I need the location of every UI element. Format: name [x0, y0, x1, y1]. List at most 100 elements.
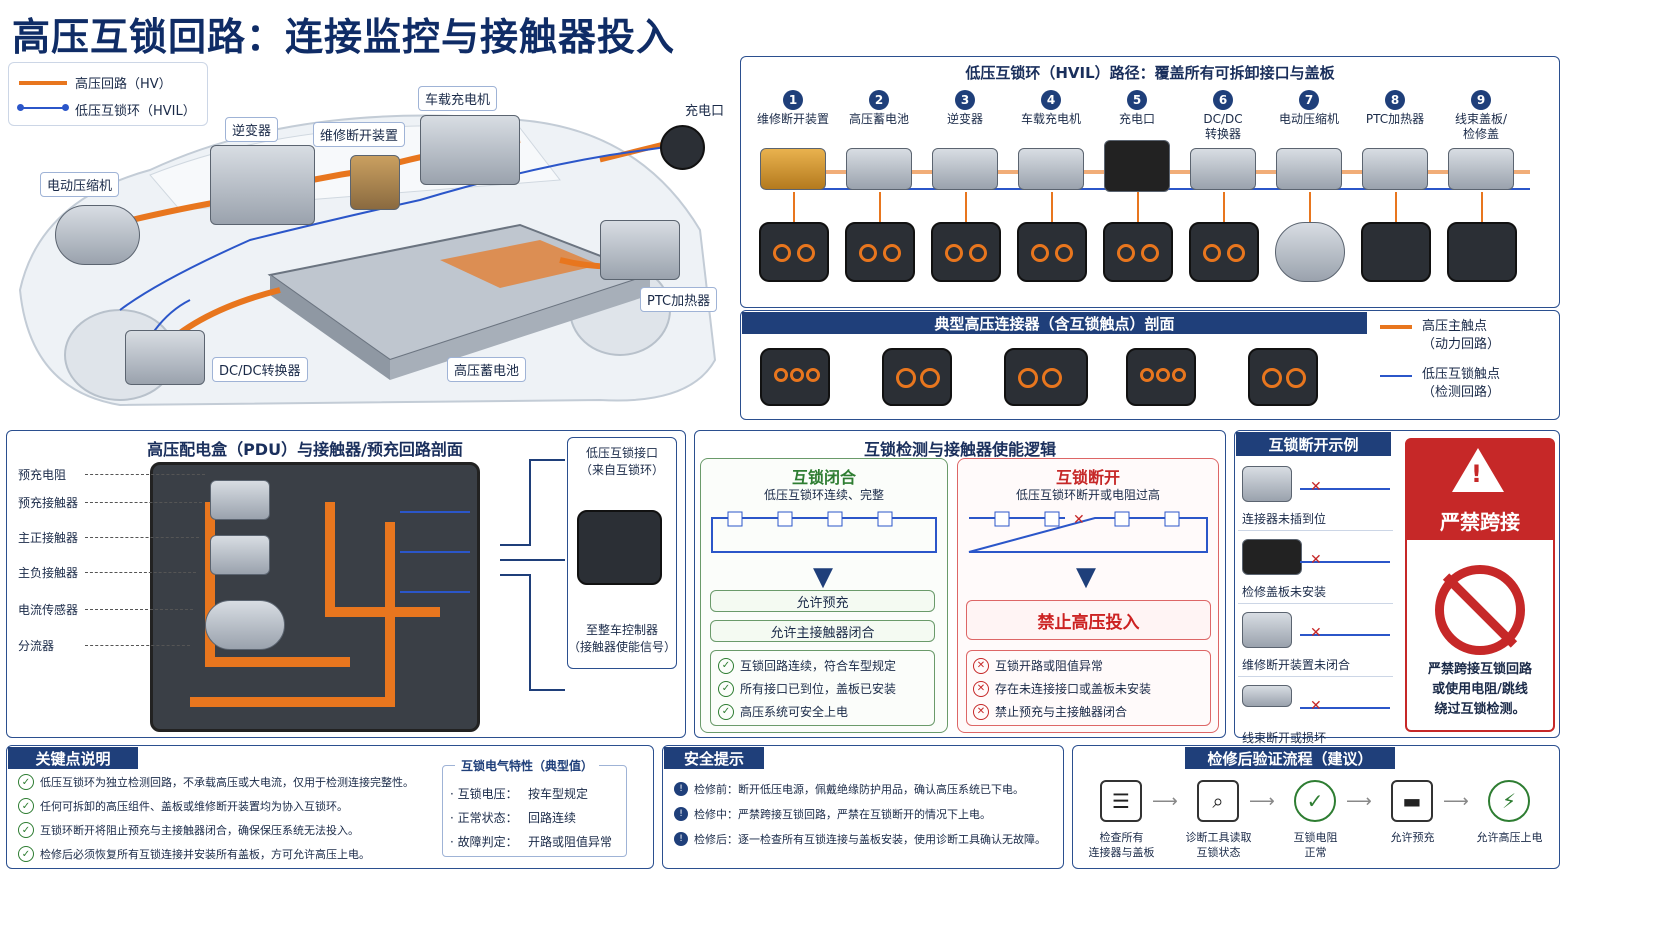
- pdu-label: 预充接触器: [18, 496, 79, 510]
- electrical-title: 互锁电气特性（典型值）: [455, 757, 600, 774]
- logic-open-item: ✕互锁开路或阻值异常: [973, 657, 1103, 674]
- electrical-key: · 故障判定：: [450, 835, 518, 849]
- safety-text: 检修后：逐一检查所有互锁连接与盖板安装，使用诊断工具确认无故障。: [694, 833, 1046, 846]
- pdu-label-leader: [85, 502, 202, 503]
- arrow-right-icon: ⟶: [1443, 791, 1469, 812]
- electrical-value: 开路或阻值异常: [528, 835, 613, 849]
- hvil-step-pin: [1203, 244, 1221, 262]
- check-icon: ✓: [18, 822, 34, 838]
- hvil-step-component-icon: [760, 148, 826, 190]
- logic-closed-box-contactor: 允许主接触器闭合: [710, 620, 935, 642]
- check-icon: ✓: [18, 798, 34, 814]
- hvil-drop-line: [879, 192, 881, 222]
- logic-open-item-text: 存在未连接接口或盖板未安装: [995, 682, 1152, 696]
- car-ptc-icon: [600, 220, 680, 280]
- hvil-step-connector-icon: [759, 222, 829, 282]
- hvil-step-connector-icon: [1103, 222, 1173, 282]
- connector-crosssection-icon: [882, 348, 952, 406]
- connector-crosssection-pin: [806, 368, 820, 382]
- pdu-main-positive-contactor: [210, 535, 270, 575]
- pdu-current-sensor: [205, 600, 285, 650]
- car-label-charger: 车载充电机: [418, 86, 498, 111]
- hvil-step-label: 电动压缩机: [1278, 112, 1339, 126]
- page-title: 高压互锁回路：连接监控与接触器投入: [12, 15, 676, 59]
- logic-closed-title: 互锁闭合: [791, 468, 856, 487]
- safety-text: 检修前：断开低压电源，佩戴绝缘防护用品，确认高压系统已下电。: [694, 783, 1024, 796]
- hvil-step-number: 9: [1471, 90, 1491, 110]
- hvil-step-number: 2: [869, 90, 889, 110]
- verify-step-label: 互锁电阻 正常: [1293, 831, 1338, 859]
- safety-title: 安全提示: [664, 747, 764, 769]
- connector-crosssection-pin: [774, 368, 788, 382]
- hvil-step-number: 1: [783, 90, 803, 110]
- connector-crosssection-pin: [790, 368, 804, 382]
- arrow-right-icon: ⟶: [1346, 791, 1372, 812]
- connector-crosssection-pin: [1156, 368, 1170, 382]
- keypoint-text: 任何可拆卸的高压组件、盖板或维修断开装置均为协入互锁环。: [40, 800, 348, 813]
- car-label-battery: 高压蓄电池: [447, 357, 527, 382]
- car-label-ptc: PTC加热器: [640, 287, 718, 312]
- connector-crosssection-pin: [1286, 368, 1306, 388]
- hvil-step-connector-icon: [1447, 222, 1517, 282]
- hvil-step-component-icon: [1104, 140, 1170, 192]
- hv-legend-line: [19, 81, 67, 85]
- pdu-precharge-contactor: [210, 480, 270, 520]
- connector-crosssection-pin: [1172, 368, 1186, 382]
- hvil-step-pin: [859, 244, 877, 262]
- connector-section-title: 典型高压连接器（含互锁触点）剖面: [742, 312, 1367, 334]
- logic-open-panel: [957, 458, 1219, 733]
- pdu-interface-connector-icon: [577, 510, 662, 585]
- hvil-step-number: 4: [1041, 90, 1061, 110]
- safety-item: ! 检修后：逐一检查所有互锁连接与盖板安装，使用诊断工具确认无故障。: [674, 831, 1046, 847]
- pdu-signal-arrows: [500, 459, 565, 691]
- car-charger-icon: [420, 115, 520, 185]
- hvil-step-pin: [969, 244, 987, 262]
- logic-closed-item: ✓互锁回路连续，符合车型规定: [718, 657, 896, 674]
- hvil-step-label: 维修断开装置: [756, 112, 829, 126]
- hvil-step-motor-icon: [1275, 222, 1345, 282]
- hvil-step-pin: [1031, 244, 1049, 262]
- hvil-step-label: DC/DC 转换器: [1203, 112, 1243, 141]
- hvil-step-connector-icon: [1189, 222, 1259, 282]
- keypoint-text: 互锁环断开将阻止预充与主接触器闭合，确保保压系统无法投入。: [40, 824, 359, 837]
- hvil-drop-line: [1309, 192, 1311, 222]
- example-divider: [1238, 676, 1393, 677]
- car-label-compressor: 电动压缩机: [40, 172, 120, 197]
- hv-legend-label: 高压回路（HV）: [75, 77, 172, 92]
- hvil-drop-line: [1395, 192, 1397, 222]
- hvil-step-label: 逆变器: [946, 112, 983, 126]
- example-divider: [1238, 603, 1393, 604]
- example-component-icon: [1242, 612, 1292, 648]
- verify-title: 检修后验证流程（建议）: [1185, 747, 1395, 769]
- logic-closed-box-precharge: 允许预充: [710, 590, 935, 612]
- logic-open-item: ✕ 存在未连接接口或盖板未安装: [973, 680, 1151, 697]
- hvil-step-label: 充电口: [1118, 112, 1155, 126]
- pdu-label-leader: [85, 572, 196, 573]
- bolt-icon: ⚡: [1488, 780, 1530, 822]
- info-icon: !: [674, 782, 688, 796]
- verify-step-label: 允许预充: [1390, 831, 1435, 844]
- connector-crosssection-icon: [1248, 348, 1318, 406]
- keypoint-item: ✓低压互锁环为独立检测回路，不承载高压或大电流，仅用于检测连接完整性。: [18, 774, 414, 790]
- info-icon: !: [674, 832, 688, 846]
- x-icon: ✕: [973, 680, 989, 697]
- pdu-label-leader: [85, 645, 190, 646]
- hvil-drop-line: [793, 192, 795, 222]
- hvil-step-component-icon: [1190, 148, 1256, 190]
- logic-open-subtitle: 低压互锁环断开或电阻过高: [1015, 488, 1160, 502]
- hvil-step-pin: [945, 244, 963, 262]
- car-inverter-icon: [210, 145, 315, 225]
- hvil-step-connector-icon: [931, 222, 1001, 282]
- keypoint-item: ✓ 任何可拆卸的高压组件、盖板或维修断开装置均为协入互锁环。: [18, 798, 348, 814]
- verify-step-label: 诊断工具读取 互锁状态: [1185, 831, 1252, 859]
- hvil-step-connector-icon: [845, 222, 915, 282]
- connector-crosssection-pin: [1140, 368, 1154, 382]
- logic-open-item-text: 互锁开路或阻值异常: [995, 659, 1104, 673]
- hvil-step-component-icon: [1362, 148, 1428, 190]
- pdu-label: 电流传感器: [18, 603, 79, 617]
- hv-main-contact-line: [1380, 325, 1412, 329]
- example-hvil-line: [1300, 488, 1390, 490]
- keypoint-item: ✓ 互锁环断开将阻止预充与主接触器闭合，确保保压系统无法投入。: [18, 822, 359, 838]
- safety-item: !检修中：严禁跨接互锁回路，严禁在互锁断开的情况下上电。: [674, 806, 991, 822]
- warning-exclaim: !: [1471, 460, 1482, 488]
